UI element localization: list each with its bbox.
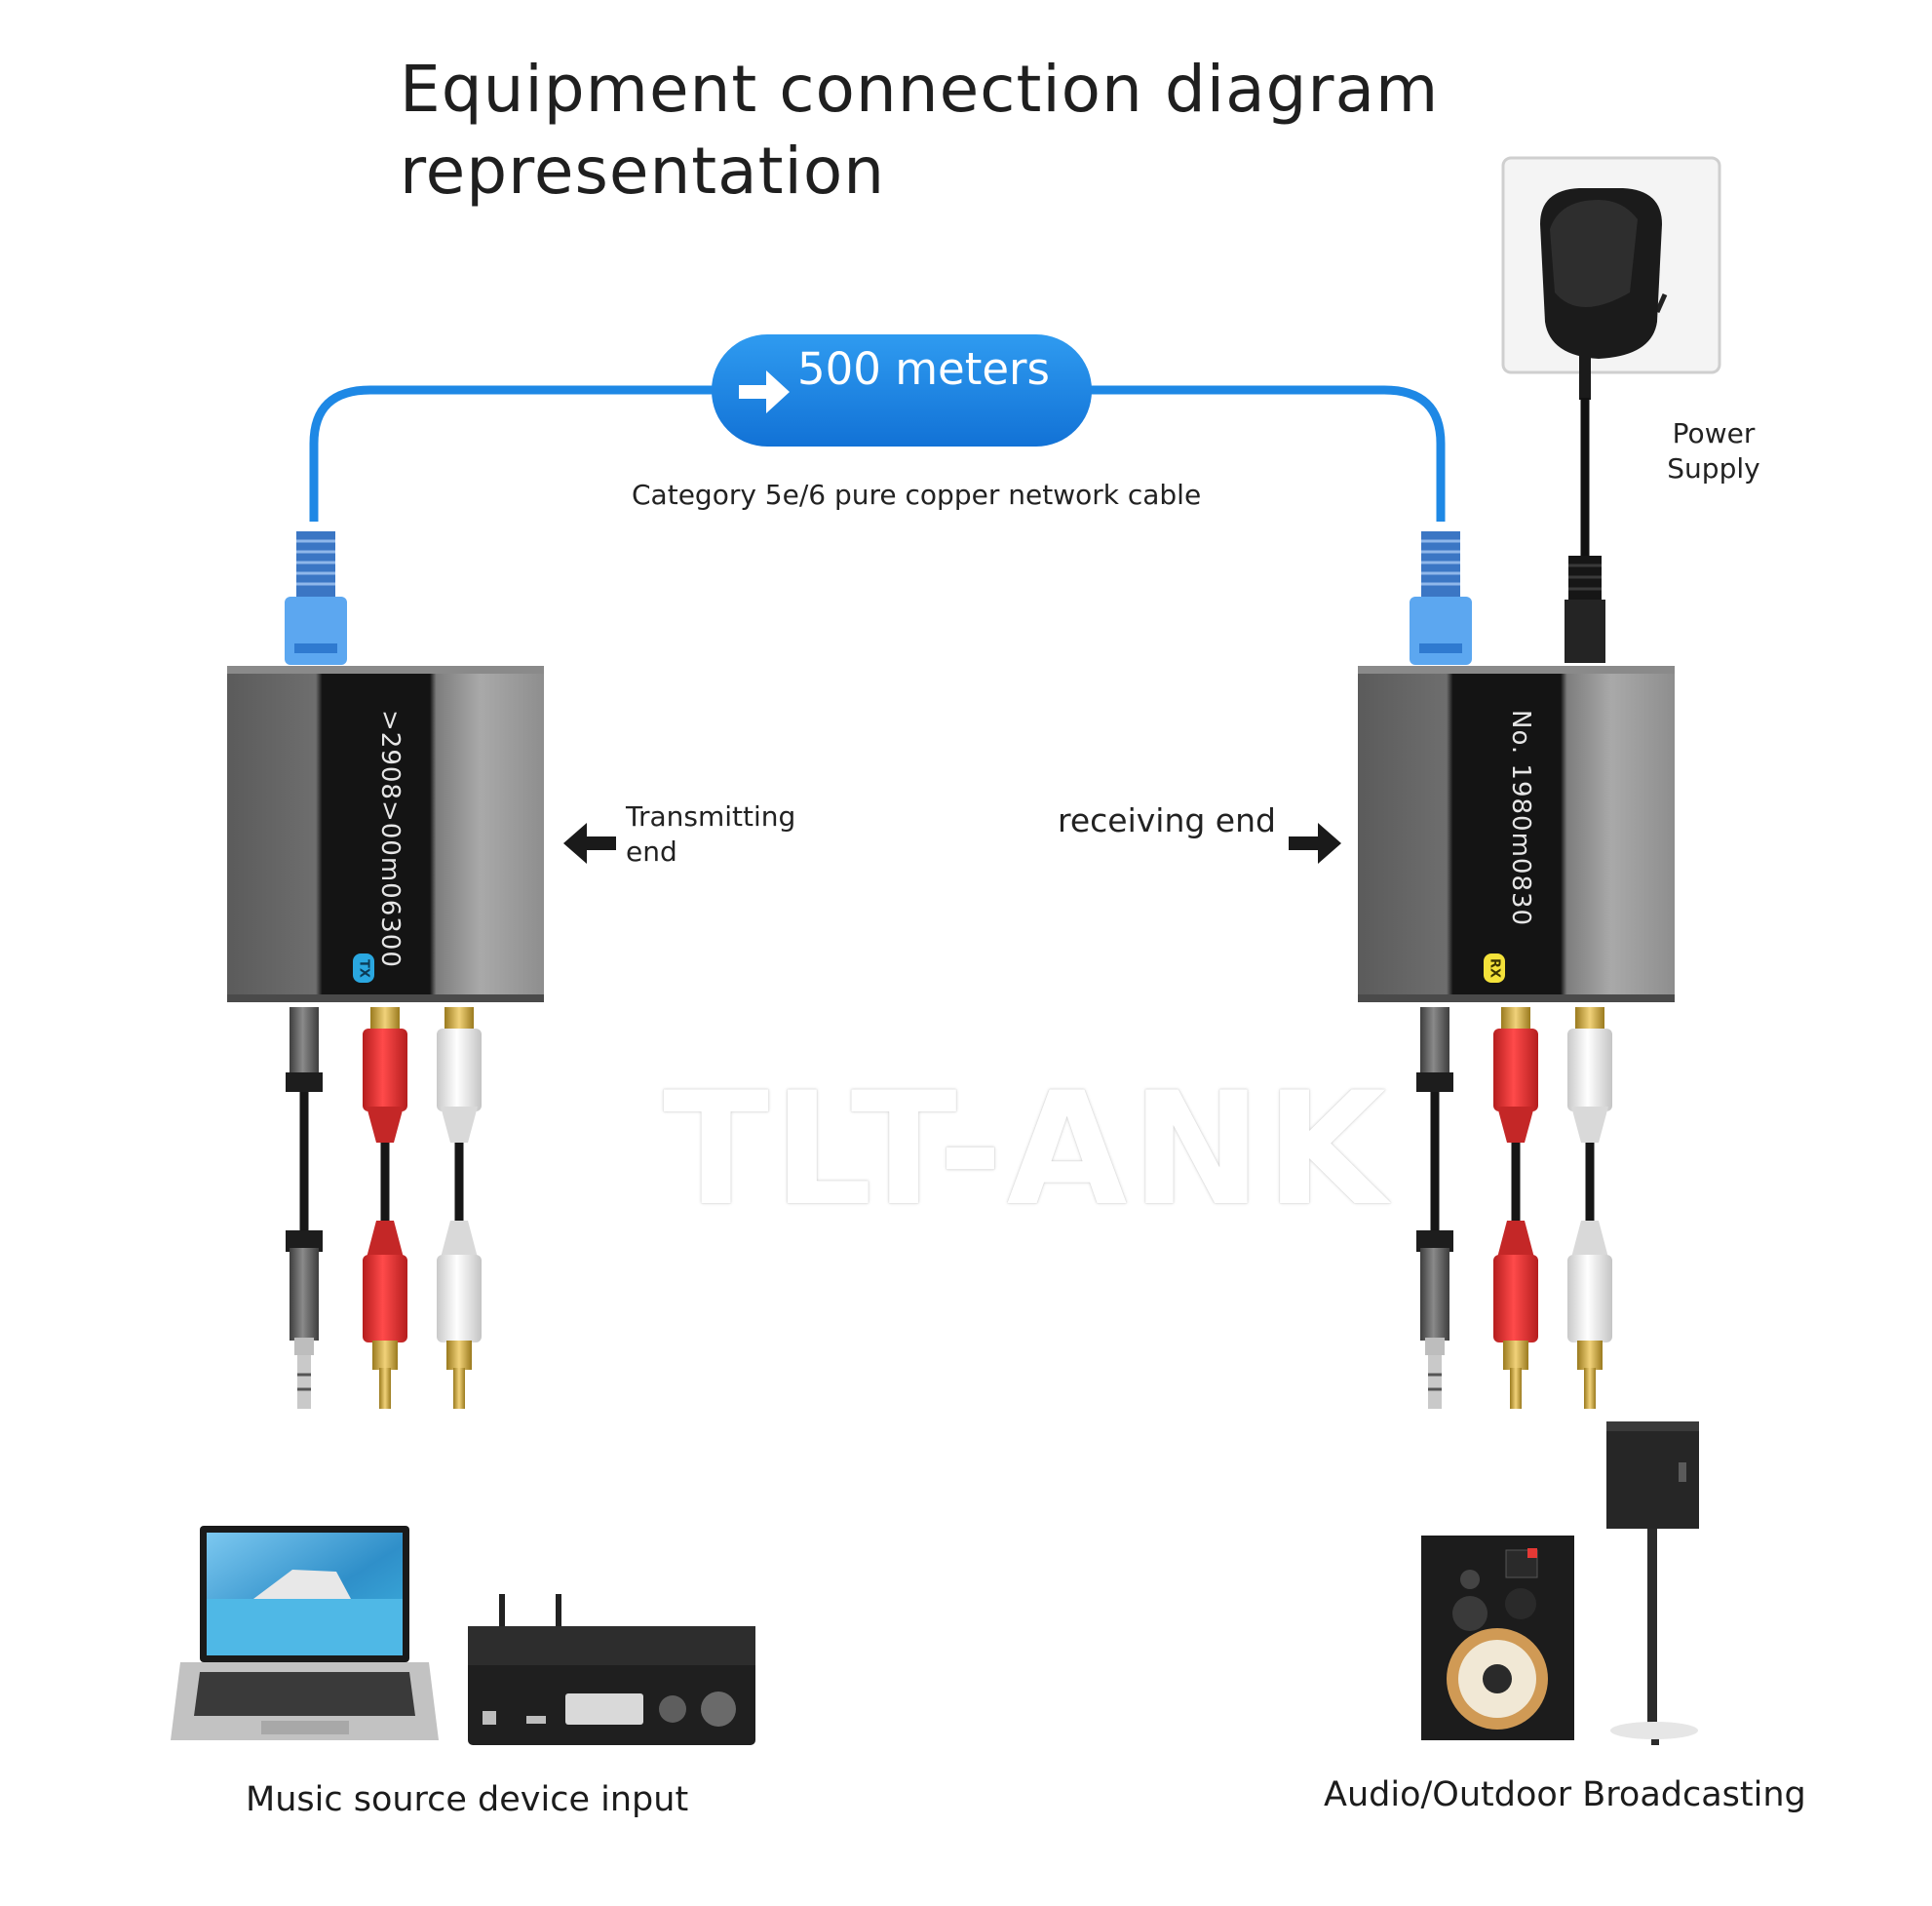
arrow-right-icon [739, 370, 790, 413]
transmitter-cables [286, 1007, 482, 1409]
audio-output-label: Audio/Outdoor Broadcasting [1324, 1775, 1806, 1814]
pole-speaker-icon [1606, 1421, 1699, 1745]
page-title: Equipment connection diagram representat… [400, 49, 1439, 213]
power-adapter-icon [1540, 188, 1662, 663]
transmitting-end-label-line2: end [626, 836, 677, 868]
power-supply-label: Power Supply [1650, 416, 1777, 486]
receiver-unit [1358, 666, 1675, 1002]
watermark: TLT-ANK [663, 1058, 1391, 1240]
rj45-plug-left [285, 531, 347, 665]
distance-pill [712, 334, 1092, 447]
rx-badge: RX [1484, 953, 1505, 983]
arrow-right-icon-receiver [1289, 823, 1341, 864]
laptop-icon [171, 1526, 439, 1740]
power-supply-label-line1: Power [1672, 417, 1756, 449]
page-title-line2: representation [400, 134, 886, 209]
transmitter-model-text: >2908>00m06300 [375, 710, 405, 968]
receiving-end-label: receiving end [1058, 801, 1276, 839]
bookshelf-speaker-icon [1421, 1536, 1574, 1740]
receiver-cables [1416, 1007, 1612, 1409]
arrow-left-icon [563, 823, 616, 864]
cable-label: Category 5e/6 pure copper network cable [632, 479, 1202, 511]
transmitting-end-label-line1: Transmitting [626, 800, 796, 833]
distance-label: 500 meters [797, 343, 1050, 395]
av-receiver-icon [468, 1594, 755, 1745]
music-source-label: Music source device input [246, 1780, 689, 1819]
receiver-model-text: No. 1980m0830 [1506, 710, 1535, 927]
tx-badge: TX [353, 953, 374, 983]
transmitting-end-label: Transmitting end [626, 799, 795, 870]
page-title-line1: Equipment connection diagram [400, 52, 1440, 127]
power-supply-label-line2: Supply [1667, 452, 1760, 485]
rj45-plug-right [1410, 531, 1472, 665]
transmitter-unit [227, 666, 544, 1002]
